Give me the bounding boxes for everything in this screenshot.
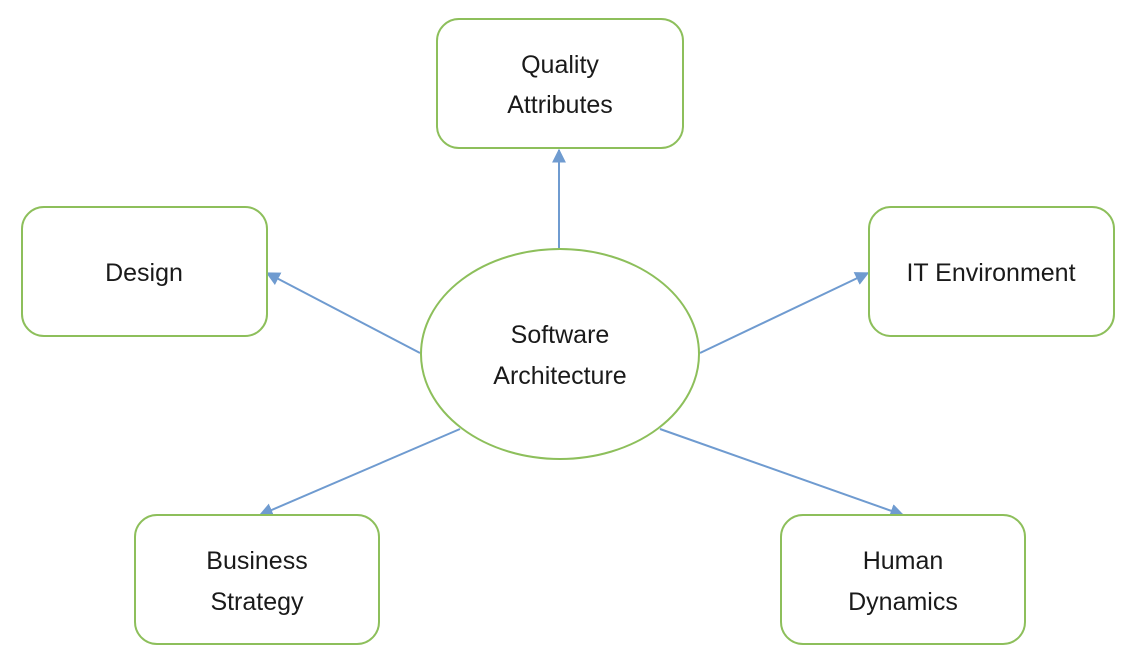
node-human-dynamics-line2: Dynamics — [848, 588, 958, 616]
node-design: Design — [21, 206, 268, 337]
node-quality-attributes-line2: Attributes — [507, 91, 613, 119]
node-quality-attributes-line1: Quality — [521, 51, 599, 79]
node-business-strategy-line1: Business — [206, 547, 307, 575]
arrow-to-business-strategy — [258, 428, 461, 517]
node-human-dynamics-line1: Human — [863, 547, 944, 575]
node-software-architecture-line1: Software — [511, 321, 610, 349]
node-quality-attributes: Quality Attributes — [436, 18, 684, 149]
node-business-strategy-line2: Strategy — [210, 588, 304, 616]
node-design-label: Design — [105, 259, 183, 287]
node-software-architecture-line2: Architecture — [493, 362, 626, 390]
node-it-environment: IT Environment — [868, 206, 1115, 337]
node-business-strategy: Business Strategy — [134, 514, 380, 645]
arrow-to-design — [265, 272, 421, 354]
arrow-to-human-dynamics — [659, 428, 905, 518]
node-human-dynamics: Human Dynamics — [780, 514, 1026, 645]
node-it-environment-label: IT Environment — [906, 259, 1075, 287]
arrow-to-it-environment — [699, 272, 870, 354]
node-software-architecture: Software Architecture — [420, 248, 700, 460]
